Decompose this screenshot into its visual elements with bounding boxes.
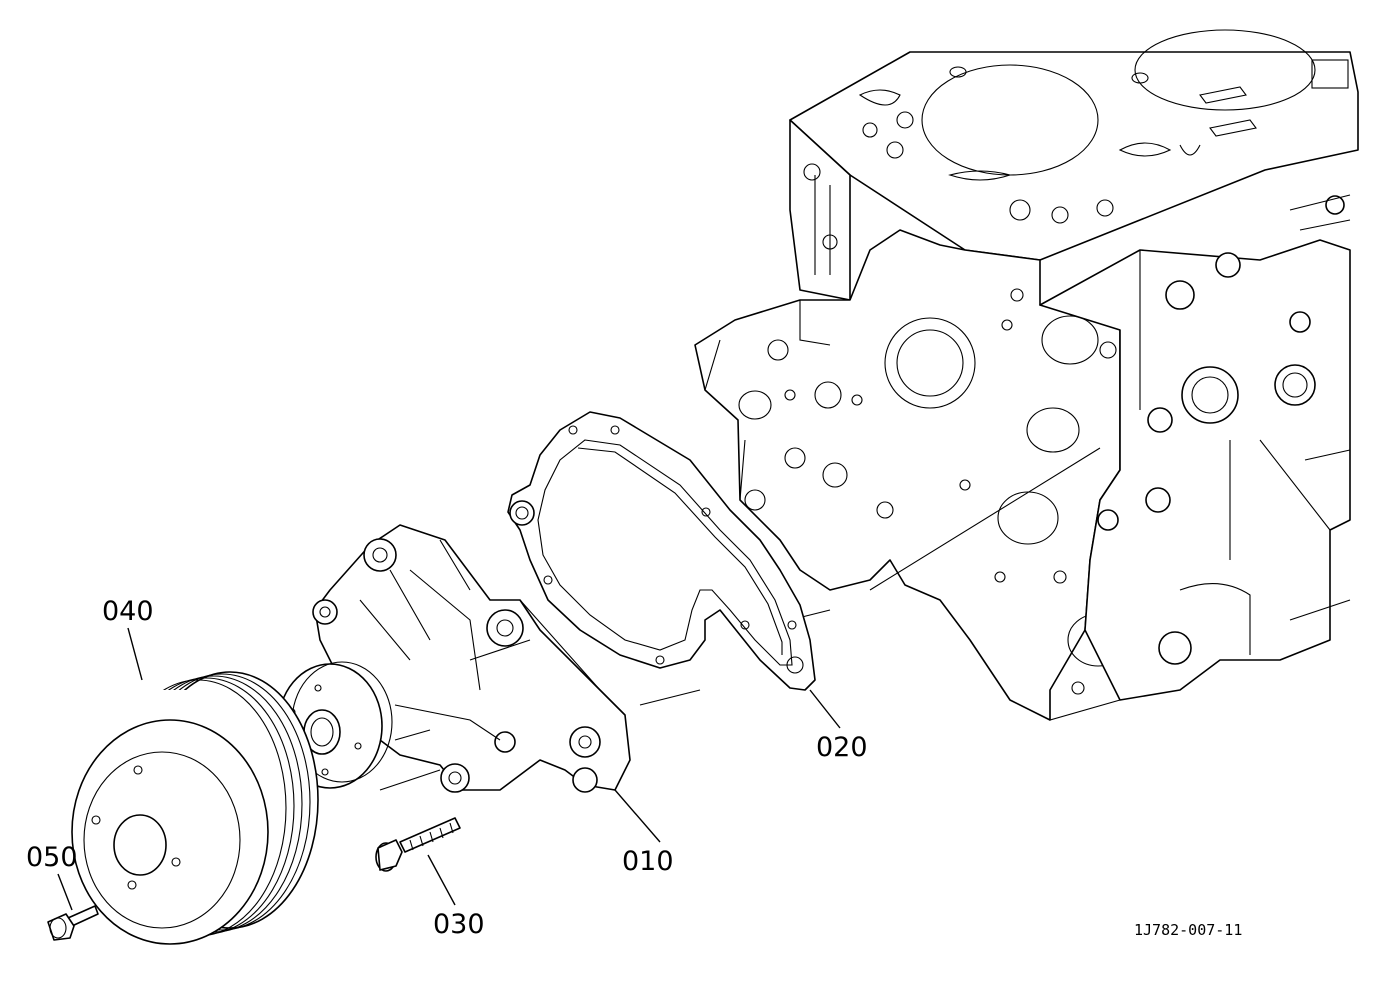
gasket <box>507 411 816 691</box>
diagram-reference-code: 1J782-007-11 <box>1134 921 1242 939</box>
label-040: 040 <box>102 596 154 627</box>
label-020: 020 <box>816 732 868 763</box>
label-010: 010 <box>622 846 674 877</box>
long-bolt <box>375 817 461 872</box>
leader-line-010 <box>614 789 661 843</box>
leader-line-050 <box>57 873 73 911</box>
leader-line-030 <box>427 854 456 906</box>
engine-block <box>694 29 1359 721</box>
leader-line-020 <box>809 689 841 729</box>
leader-line-040 <box>127 627 143 681</box>
label-030: 030 <box>433 909 485 940</box>
short-bolt <box>47 905 99 941</box>
fan-pulley <box>71 671 319 945</box>
label-050: 050 <box>26 842 78 873</box>
